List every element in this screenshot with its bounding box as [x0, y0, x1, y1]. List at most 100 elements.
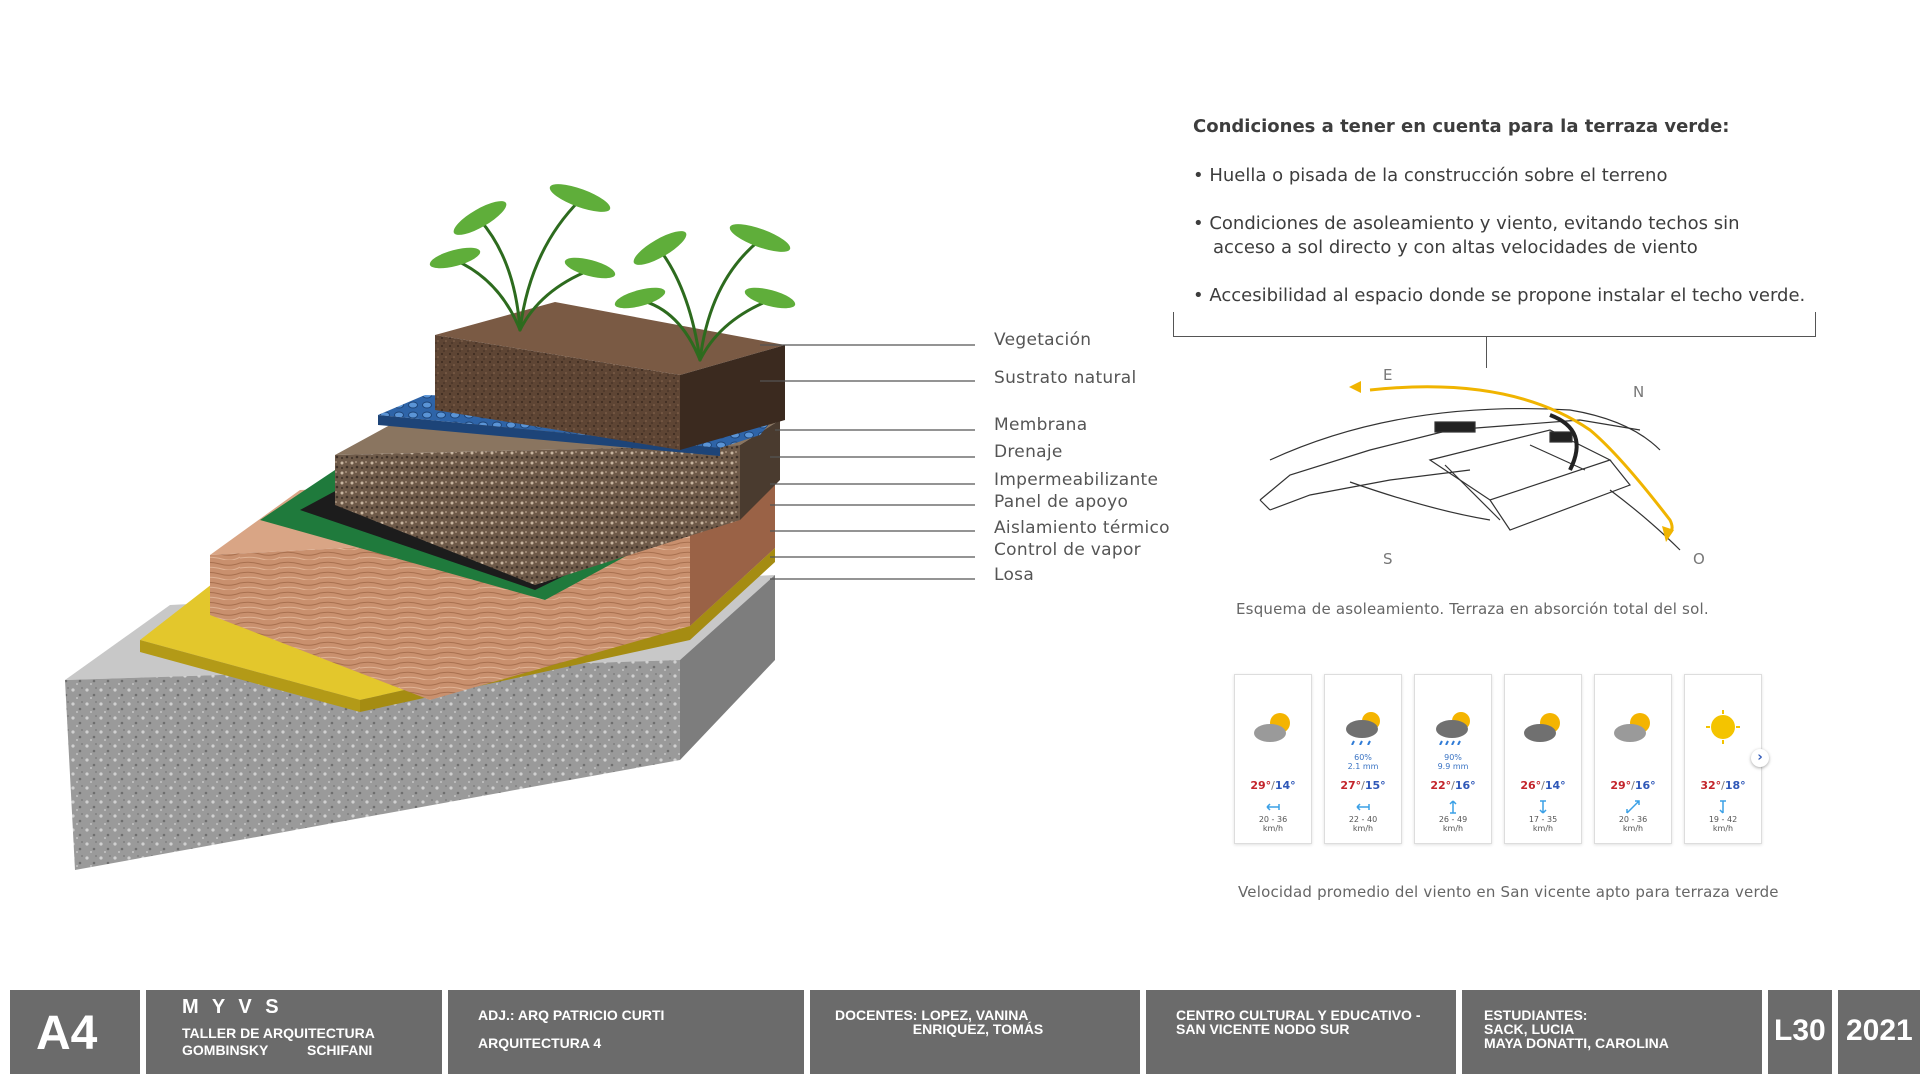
taller-title: TALLER DE ARQUITECTURA [182, 1025, 375, 1041]
temp-low: 14° [1274, 779, 1296, 792]
label-aislamiento-termico: Aislamiento térmico [994, 518, 1170, 538]
footer-level-box: A4 [10, 990, 140, 1074]
year: 2021 [1846, 1014, 1913, 1047]
students: ESTUDIANTES: SACK, LUCIA MAYA DONATTI, C… [1484, 1007, 1669, 1051]
footer-year-box: 2021 [1838, 990, 1920, 1074]
footer-project-box: CENTRO CULTURAL Y EDUCATIVO - SAN VICENT… [1146, 990, 1456, 1074]
sheet-number: L30 [1774, 1014, 1826, 1047]
condition-item-3: • Accesibilidad al espacio donde se prop… [1193, 284, 1805, 308]
bracket-tick [1486, 336, 1487, 368]
compass-s: S [1383, 550, 1393, 568]
condition-text-cont: acceso a sol directo y con altas velocid… [1213, 237, 1698, 258]
rain-info: 60%2.1 mm [1325, 753, 1401, 771]
rain-info: 90%9.9 mm [1415, 753, 1491, 771]
temps: 26°/14° [1505, 779, 1581, 792]
wind-unit: km/h [1622, 824, 1644, 833]
wind-arrow-icon [1266, 803, 1280, 811]
wind-unit: km/h [1532, 824, 1554, 833]
temp-low: 15° [1364, 779, 1386, 792]
wind-range: 19 - 42 [1708, 815, 1738, 824]
footer-taller-box: M Y V S TALLER DE ARQUITECTURA GOMBINSKY… [146, 990, 442, 1074]
condition-text: • Accesibilidad al espacio donde se prop… [1193, 285, 1806, 306]
temps: 22°/16° [1415, 779, 1491, 792]
temp-high: 29° [1250, 779, 1272, 792]
wind-range: 20 - 36 [1258, 815, 1288, 824]
temp-low: 16° [1634, 779, 1656, 792]
wind-arrow-icon [1626, 800, 1640, 814]
wind-unit: km/h [1712, 824, 1734, 833]
temp-sep: / [1361, 779, 1365, 792]
taller-names: GOMBINSKY SCHIFANI [182, 1042, 373, 1058]
condition-text: • Huella o pisada de la construcción sob… [1193, 165, 1668, 186]
temps: 29°/14° [1235, 779, 1311, 792]
wind-unit: km/h [1262, 824, 1284, 833]
wind-arrow-icon [1539, 800, 1547, 814]
project-name: CENTRO CULTURAL Y EDUCATIVO - SAN VICENT… [1176, 1007, 1421, 1037]
sun-icon [1706, 710, 1740, 744]
label-drenaje: Drenaje [994, 442, 1063, 462]
level-code: A4 [36, 1007, 98, 1060]
sun-path [1369, 385, 1674, 537]
rain-pct: 90% [1444, 753, 1462, 762]
label-control-vapor: Control de vapor [994, 540, 1141, 560]
layer-vegetacion [429, 184, 796, 362]
wind-arrow-icon [1719, 800, 1726, 814]
condition-item-1: • Huella o pisada de la construcción sob… [1193, 164, 1667, 188]
condition-text: • Condiciones de asoleamiento y viento, … [1193, 213, 1740, 234]
temp-sep: / [1631, 779, 1635, 792]
wind-caption: Velocidad promedio del viento en San vic… [1238, 883, 1779, 901]
site-sun-sketch [1259, 381, 1681, 551]
temp-high: 22° [1430, 779, 1452, 792]
rain-mm: 2.1 mm [1347, 762, 1379, 771]
wind-unit: km/h [1352, 824, 1374, 833]
sun-caption: Esquema de asoleamiento. Terraza en abso… [1236, 600, 1709, 618]
label-panel-apoyo: Panel de apoyo [994, 492, 1129, 512]
bracket [1173, 312, 1816, 337]
wind-unit: km/h [1442, 824, 1464, 833]
label-impermeabilizante: Impermeabilizante [994, 470, 1159, 490]
wind-arrow-icon [1356, 803, 1370, 811]
wind-range: 17 - 35 [1528, 815, 1558, 824]
rain-cloud-icon [1436, 712, 1470, 745]
partly-cloudy-icon [1614, 713, 1650, 742]
temp-high: 32° [1700, 779, 1722, 792]
next-arrow-button[interactable]: › [1751, 749, 1769, 767]
temp-sep: / [1721, 779, 1725, 792]
temp-high: 29° [1610, 779, 1632, 792]
temp-high: 27° [1340, 779, 1362, 792]
rain-pct: 60% [1354, 753, 1372, 762]
leader-lines [760, 344, 975, 580]
label-vegetacion: Vegetación [994, 330, 1092, 350]
brand: M Y V S [182, 996, 283, 1018]
compass-n: N [1633, 383, 1645, 401]
wind-range: 22 - 40 [1348, 815, 1378, 824]
condition-item-2: • Condiciones de asoleamiento y viento, … [1193, 212, 1740, 260]
temps: 32°/18° [1685, 779, 1761, 792]
partly-cloudy-icon [1254, 713, 1290, 742]
rain-mm: 9.9 mm [1437, 762, 1469, 771]
wind-range: 20 - 36 [1618, 815, 1648, 824]
temp-sep: / [1451, 779, 1455, 792]
footer-docentes-box: DOCENTES: LOPEZ, VANINA ENRIQUEZ, TOMÁS [810, 990, 1140, 1074]
temps: 29°/16° [1595, 779, 1671, 792]
conditions-title: Condiciones a tener en cuenta para la te… [1193, 116, 1730, 137]
title-block-footer: A4 M Y V S TALLER DE ARQUITECTURA GOMBIN… [10, 990, 1920, 1074]
temp-low: 18° [1724, 779, 1746, 792]
partly-cloudy-icon [1524, 713, 1560, 742]
footer-sheet-box: L30 [1768, 990, 1832, 1074]
docentes: DOCENTES: LOPEZ, VANINA ENRIQUEZ, TOMÁS [835, 1007, 1044, 1037]
rain-cloud-icon [1346, 712, 1380, 745]
temp-sep: / [1541, 779, 1545, 792]
temp-sep: / [1271, 779, 1275, 792]
label-losa: Losa [994, 565, 1035, 585]
